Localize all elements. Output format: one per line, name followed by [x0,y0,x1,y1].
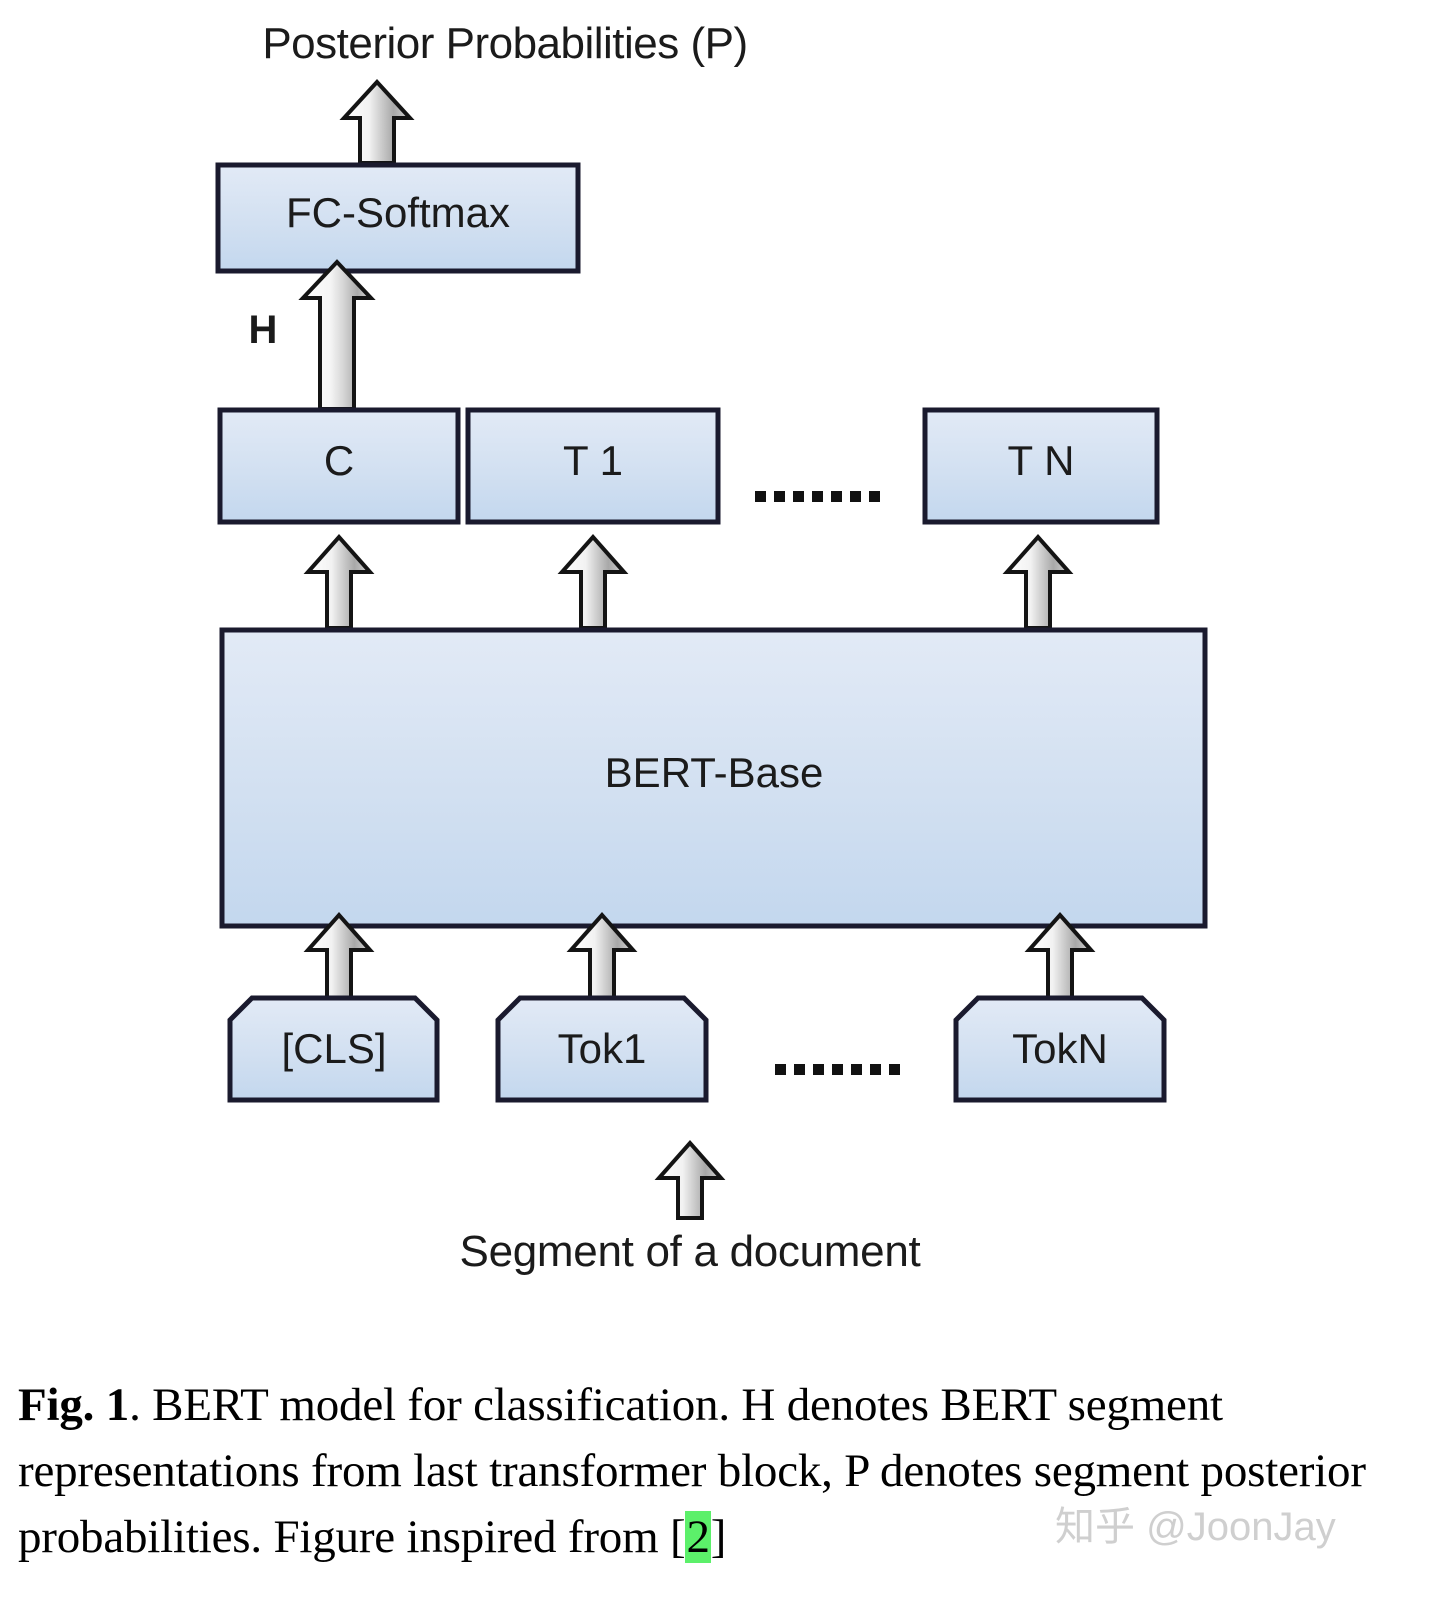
token-label-tok1: Tok1 [557,1025,647,1072]
token-box-tok1 [495,995,709,1103]
segment-input-label: Segment of a document [459,1227,921,1276]
representation-box-c [217,407,461,525]
h-flow-label: H [248,308,278,352]
diagram-canvas [215,79,1208,1220]
arrow-to-posterior-probabilities [339,79,415,165]
arrow-bert-to-c [303,533,375,630]
fc-softmax-box [215,162,581,274]
figure-caption: Fig. 1. BERT model for classification. H… [18,1372,1418,1570]
representation-label-c: C [323,437,355,484]
token-label-tokn: TokN [1012,1025,1108,1072]
figure-diagram: Posterior Probabilities (P) FC-Softmax H… [215,19,1208,1276]
arrow-bert-to-t1 [557,533,629,630]
arrow-segment-input [654,1139,726,1220]
caption-body-before: . BERT model for classification. H denot… [18,1379,1366,1563]
token-ellipsis-icon [775,1064,900,1075]
representation-box-t1 [465,407,721,525]
arrow-bert-to-tn [1002,533,1074,630]
representation-box-tn [922,407,1160,525]
representation-label-t1: T 1 [563,437,623,484]
bert-base-label: BERT-Base [604,749,824,796]
caption-body-after: ] [710,1511,727,1563]
caption-reference-highlight: 2 [685,1511,711,1563]
caption-figure-number: Fig. 1 [18,1379,130,1431]
token-label-cls: [CLS] [281,1025,387,1072]
representation-ellipsis-icon [755,491,880,502]
representation-label-tn: T N [1007,437,1075,484]
arrow-tokn-to-bert [1024,911,1096,1002]
arrow-cls-to-bert [303,911,375,1002]
token-box-cls [227,995,440,1103]
token-box-tokn [953,995,1167,1103]
posterior-probabilities-title: Posterior Probabilities (P) [262,19,748,68]
fc-softmax-label: FC-Softmax [285,189,511,236]
arrow-h-to-fc-softmax [298,259,376,411]
bert-base-box [219,627,1208,929]
arrow-tok1-to-bert [566,911,638,1002]
